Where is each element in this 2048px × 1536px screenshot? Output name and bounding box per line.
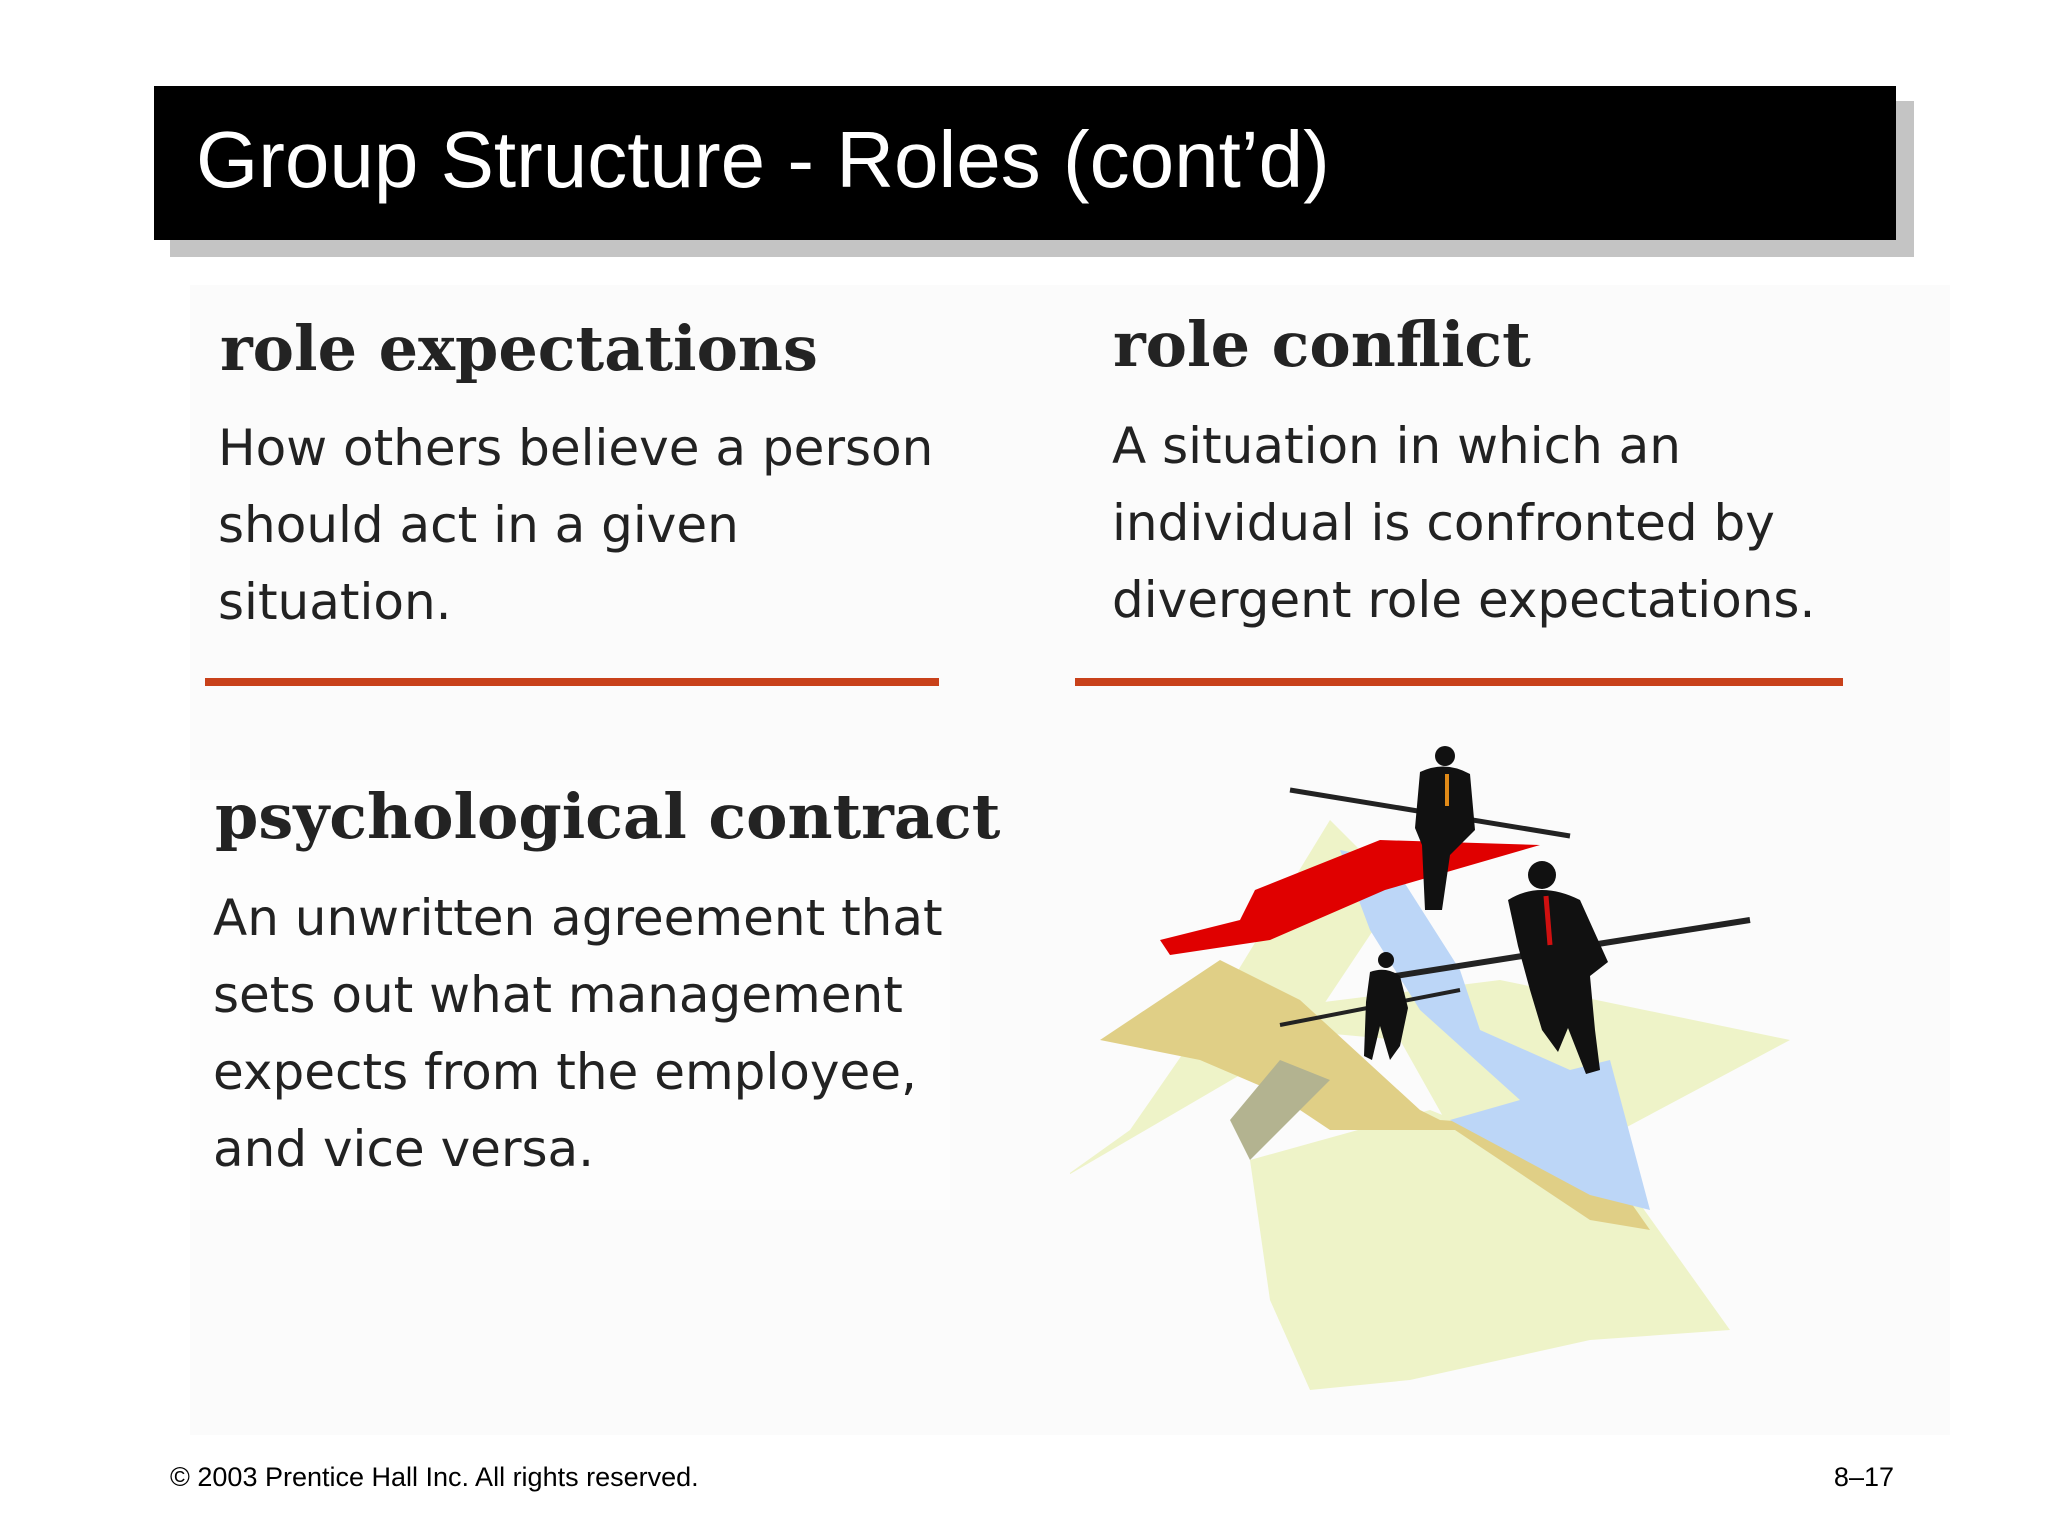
definition-role-expectations: How others believe a person should act i… [218, 419, 934, 631]
businessman-top-figure [1289, 746, 1571, 910]
blue-arrow-shape [1340, 850, 1650, 1210]
slide-title: Group Structure - Roles (cont’d) [196, 115, 1330, 204]
term-role-conflict: role conflict [1113, 308, 1531, 381]
term-role-expectations: role expectations [220, 312, 818, 385]
term-psychological-contract: psychological contract [215, 780, 1001, 853]
gray-arrow-shape [1230, 1060, 1330, 1160]
content-panel-lower [190, 780, 950, 1210]
divider-left [205, 678, 939, 686]
footer-page-number: 8–17 [1833, 1462, 1894, 1492]
balancing-businessmen-illustration [1070, 746, 1790, 1390]
tan-arrow-shape [1100, 960, 1460, 1130]
tan-lower-shape [1440, 1120, 1650, 1230]
definition-role-conflict: A situation in which an individual is co… [1112, 417, 1816, 629]
businessman-small-figure [1279, 952, 1461, 1060]
title-bar: Group Structure - Roles (cont’d) [154, 86, 1896, 240]
businessman-right-figure [1369, 861, 1751, 1074]
definition-psychological-contract: An unwritten agreement that sets out wha… [213, 889, 943, 1178]
footer-copyright: © 2003 Prentice Hall Inc. All rights res… [170, 1462, 699, 1492]
divider-right [1075, 678, 1843, 686]
